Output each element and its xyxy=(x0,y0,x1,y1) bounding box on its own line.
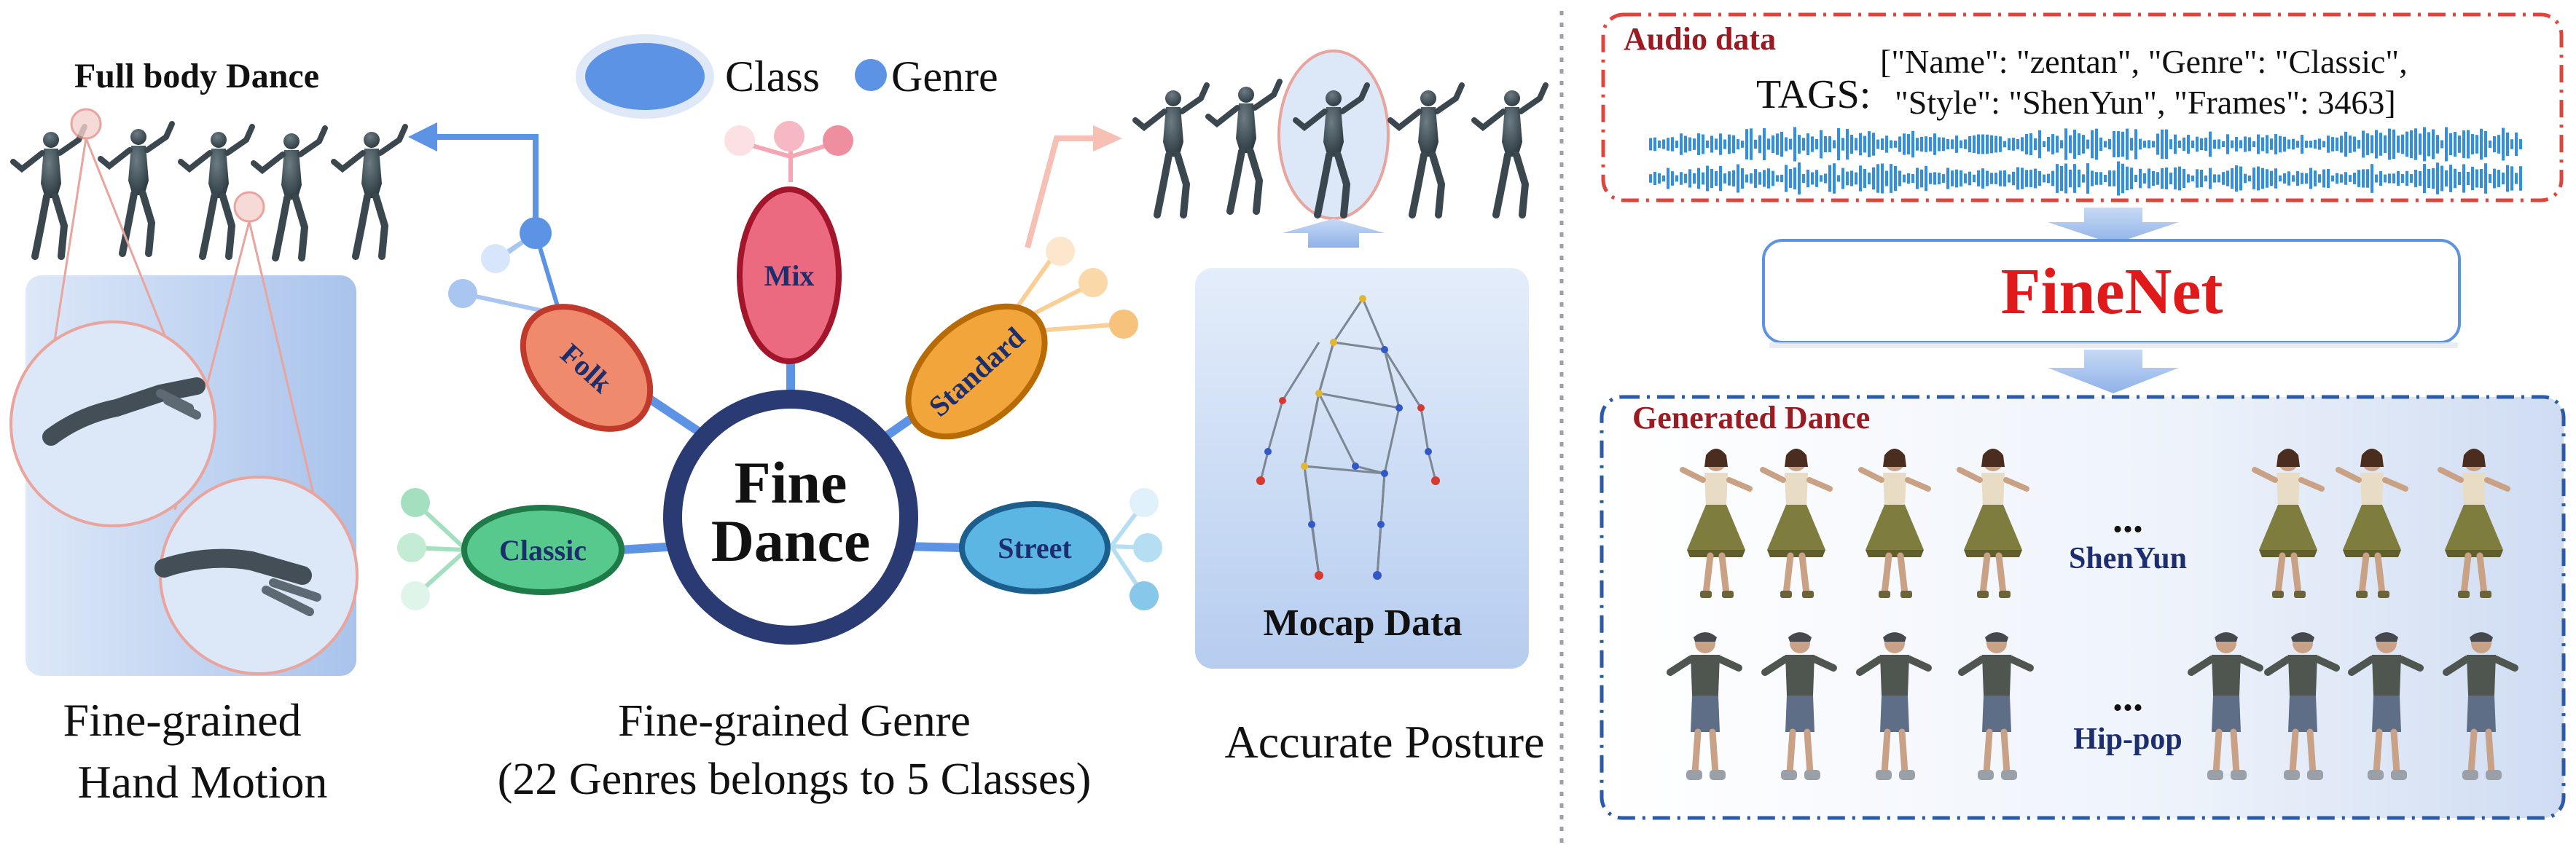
hub-line2: Dance xyxy=(711,508,871,574)
generated-dance-box xyxy=(1600,395,2566,820)
genre-caption-line2: (22 Genres belongs to 5 Classes) xyxy=(498,755,1091,804)
genre-node xyxy=(1078,268,1108,297)
audio-waveform xyxy=(1649,127,2522,196)
mannequin-figure xyxy=(1208,82,1280,211)
hiphop-style-label: Hip-pop xyxy=(2073,723,2182,756)
tags-label: TAGS: xyxy=(1756,72,1871,117)
posture-panel: Mocap Data Accurate Posture xyxy=(1135,50,1546,768)
mannequin-figure xyxy=(1390,85,1462,215)
class-label-street: Street xyxy=(998,532,1072,564)
mannequin-figure xyxy=(1474,85,1546,215)
flow-arrow-down-2 xyxy=(2048,350,2179,393)
hiphop-ellipsis: ... xyxy=(2113,674,2143,720)
tags-line2: "Style": "ShenYun", "Frames": 3463] xyxy=(1895,84,2396,121)
genre-node xyxy=(1130,488,1159,517)
mocap-data-label: Mocap Data xyxy=(1264,602,1463,644)
mannequin-figure xyxy=(13,127,85,256)
finedance-hub xyxy=(663,390,918,645)
genre-node xyxy=(1109,310,1138,339)
legend-class-label: Class xyxy=(725,52,820,101)
genre-node xyxy=(520,217,552,249)
mannequin-figure xyxy=(1135,85,1207,215)
full-body-dancer-row xyxy=(13,108,405,258)
hand-zoom-circle xyxy=(159,476,359,675)
class-classic: Classic xyxy=(461,505,625,595)
hand-zoom-circle xyxy=(9,320,216,527)
genre-node xyxy=(724,125,755,156)
center-panel: Class Genre xyxy=(397,34,1162,804)
legend-genre-swatch xyxy=(855,59,887,91)
class-label-mix: Mix xyxy=(764,259,815,292)
genre-node xyxy=(1130,581,1159,610)
genre-node xyxy=(481,244,510,273)
connector-arrow-right xyxy=(1025,135,1100,249)
connector-arrow-left xyxy=(430,134,539,233)
audio-data-label: Audio data xyxy=(1624,21,1776,57)
class-standard: Standard xyxy=(905,303,1048,440)
genre-node xyxy=(774,121,804,151)
robot-hand-icon xyxy=(42,377,205,446)
shenyun-ellipsis: ... xyxy=(2113,496,2143,541)
genre-node xyxy=(1046,237,1075,266)
full-body-dance-title: Full body Dance xyxy=(74,57,319,95)
mannequin-figure xyxy=(101,124,172,253)
genre-twigs xyxy=(397,121,1162,610)
tags-line1: ["Name": "zentan", "Genre": "Classic", xyxy=(1880,43,2408,80)
shenyun-style-label: ShenYun xyxy=(2069,542,2187,575)
hub-line1: Fine xyxy=(735,449,847,516)
robot-hand-icon xyxy=(154,548,321,616)
audio-data-box xyxy=(1601,12,2564,202)
genre-node xyxy=(397,533,426,562)
genre-node xyxy=(401,581,430,610)
flow-arrow-down-1 xyxy=(2048,208,2179,244)
genre-node xyxy=(401,488,430,517)
posture-dancer-row xyxy=(1135,50,1546,220)
right-panel: Audio data TAGS: ["Name": "zentan", "Gen… xyxy=(1600,12,2566,820)
finenet-model-name: FineNet xyxy=(2001,256,2223,328)
hand-motion-caption-line2: Hand Motion xyxy=(77,756,327,808)
legend-genre-label: Genre xyxy=(891,52,998,101)
generated-dance-label: Generated Dance xyxy=(1632,400,1870,436)
accurate-posture-caption: Accurate Posture xyxy=(1225,716,1545,768)
hand-motion-caption-line1: Fine-grained xyxy=(63,694,302,746)
class-street: Street xyxy=(959,501,1111,594)
genre-node xyxy=(1133,533,1162,562)
posture-up-arrow xyxy=(1283,219,1385,248)
left-panel: Full body Dance Fine-grained Hand Motion xyxy=(9,57,405,808)
genre-caption-line1: Fine-grained Genre xyxy=(618,696,971,746)
mannequin-figure xyxy=(181,127,252,256)
mannequin-figure xyxy=(254,128,325,258)
class-folk: Folk xyxy=(520,304,654,432)
mocap-markers xyxy=(1256,295,1440,580)
class-mix: Mix xyxy=(737,186,842,364)
genre-node xyxy=(823,125,853,156)
mannequin-figure xyxy=(334,127,405,256)
class-label-classic: Classic xyxy=(499,534,587,567)
